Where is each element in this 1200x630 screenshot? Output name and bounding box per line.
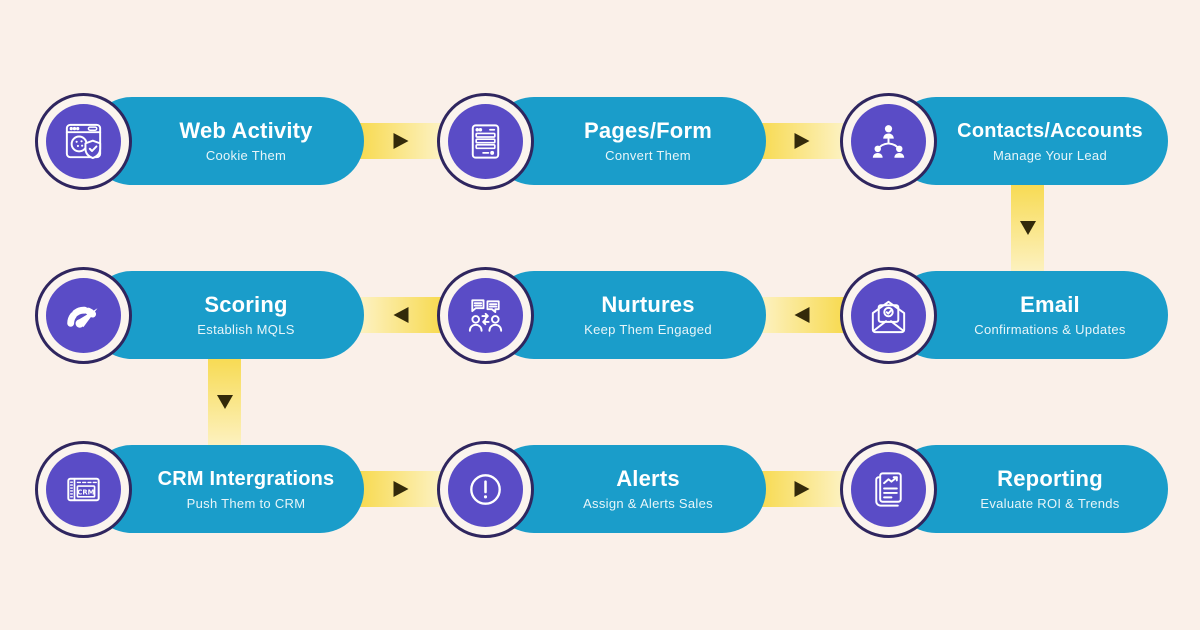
node-subtitle: Evaluate ROI & Trends xyxy=(980,496,1120,511)
pages-form-icon xyxy=(448,104,523,179)
node-title: Alerts xyxy=(616,466,680,491)
node-text: Web Activity Cookie Them xyxy=(128,118,364,164)
node-title: Reporting xyxy=(997,466,1103,491)
node-title: Web Activity xyxy=(179,118,313,143)
node-text: Nurtures Keep Them Engaged xyxy=(530,292,766,338)
badge-scoring xyxy=(35,267,132,364)
connector-alerts-to-reporting xyxy=(756,471,848,507)
svg-text:CRM: CRM xyxy=(77,488,94,496)
node-text: CRM Intergrations Push Them to CRM xyxy=(128,466,364,512)
node-reporting: Reporting Evaluate ROI & Trends xyxy=(892,445,1168,533)
arrow-left-icon xyxy=(393,307,408,323)
badge-pages-form xyxy=(437,93,534,190)
node-web-activity: Web Activity Cookie Them xyxy=(88,97,364,185)
arrow-right-icon xyxy=(794,133,810,149)
node-subtitle: Manage Your Lead xyxy=(993,148,1107,163)
node-text: Pages/Form Convert Them xyxy=(530,118,766,164)
node-crm-intergrations: CRM Intergrations Push Them to CRM xyxy=(88,445,364,533)
arrow-down-icon xyxy=(216,395,233,409)
node-email: Email Confirmations & Updates xyxy=(892,271,1168,359)
node-subtitle: Keep Them Engaged xyxy=(584,322,712,337)
contacts-accounts-icon xyxy=(851,104,926,179)
node-text: Reporting Evaluate ROI & Trends xyxy=(932,466,1168,512)
node-title: Pages/Form xyxy=(584,118,712,143)
connector-crm-to-alerts xyxy=(356,471,445,507)
badge-alerts xyxy=(437,441,534,538)
connector-scoring-to-crm xyxy=(208,352,241,452)
arrow-right-icon xyxy=(393,133,408,149)
node-subtitle: Confirmations & Updates xyxy=(974,322,1126,337)
node-contacts-accounts: Contacts/Accounts Manage Your Lead xyxy=(892,97,1168,185)
node-subtitle: Convert Them xyxy=(605,148,691,163)
node-title: Contacts/Accounts xyxy=(957,120,1143,142)
node-subtitle: Cookie Them xyxy=(205,148,287,163)
badge-web-activity xyxy=(35,93,132,190)
node-title: Scoring xyxy=(204,292,288,317)
node-text: Scoring Establish MQLS xyxy=(128,292,364,338)
web-activity-icon xyxy=(46,104,121,179)
connector-pages-form-to-contacts-accounts xyxy=(756,123,848,159)
badge-reporting xyxy=(840,441,937,538)
node-nurtures: Nurtures Keep Them Engaged xyxy=(490,271,766,359)
node-text: Contacts/Accounts Manage Your Lead xyxy=(932,118,1168,164)
node-title: CRM Intergrations xyxy=(157,468,335,490)
node-pages-form: Pages/Form Convert Them xyxy=(490,97,766,185)
node-alerts: Alerts Assign & Alerts Sales xyxy=(490,445,766,533)
node-text: Alerts Assign & Alerts Sales xyxy=(530,466,766,512)
arrow-right-icon xyxy=(794,481,810,497)
connector-contacts-accounts-to-email xyxy=(1011,178,1044,278)
arrow-left-icon xyxy=(794,307,810,323)
alerts-icon xyxy=(448,452,523,527)
node-subtitle: Push Them to CRM xyxy=(186,496,306,511)
badge-crm-intergrations: CRM xyxy=(35,441,132,538)
node-title: Email xyxy=(1020,292,1080,317)
crm-icon: CRM xyxy=(46,452,121,527)
connector-web-activity-to-pages-form xyxy=(356,123,445,159)
badge-nurtures xyxy=(437,267,534,364)
node-text: Email Confirmations & Updates xyxy=(932,292,1168,338)
node-subtitle: Establish MQLS xyxy=(197,322,295,337)
connector-nurtures-to-scoring xyxy=(356,297,445,333)
node-subtitle: Assign & Alerts Sales xyxy=(583,496,713,511)
email-icon xyxy=(851,278,926,353)
connector-email-to-nurtures xyxy=(756,297,848,333)
badge-contacts-accounts xyxy=(840,93,937,190)
node-title: Nurtures xyxy=(601,292,695,317)
arrow-right-icon xyxy=(393,481,408,497)
node-scoring: Scoring Establish MQLS xyxy=(88,271,364,359)
badge-email xyxy=(840,267,937,364)
scoring-icon xyxy=(46,278,121,353)
nurtures-icon xyxy=(448,278,523,353)
reporting-icon xyxy=(851,452,926,527)
arrow-down-icon xyxy=(1019,221,1036,235)
